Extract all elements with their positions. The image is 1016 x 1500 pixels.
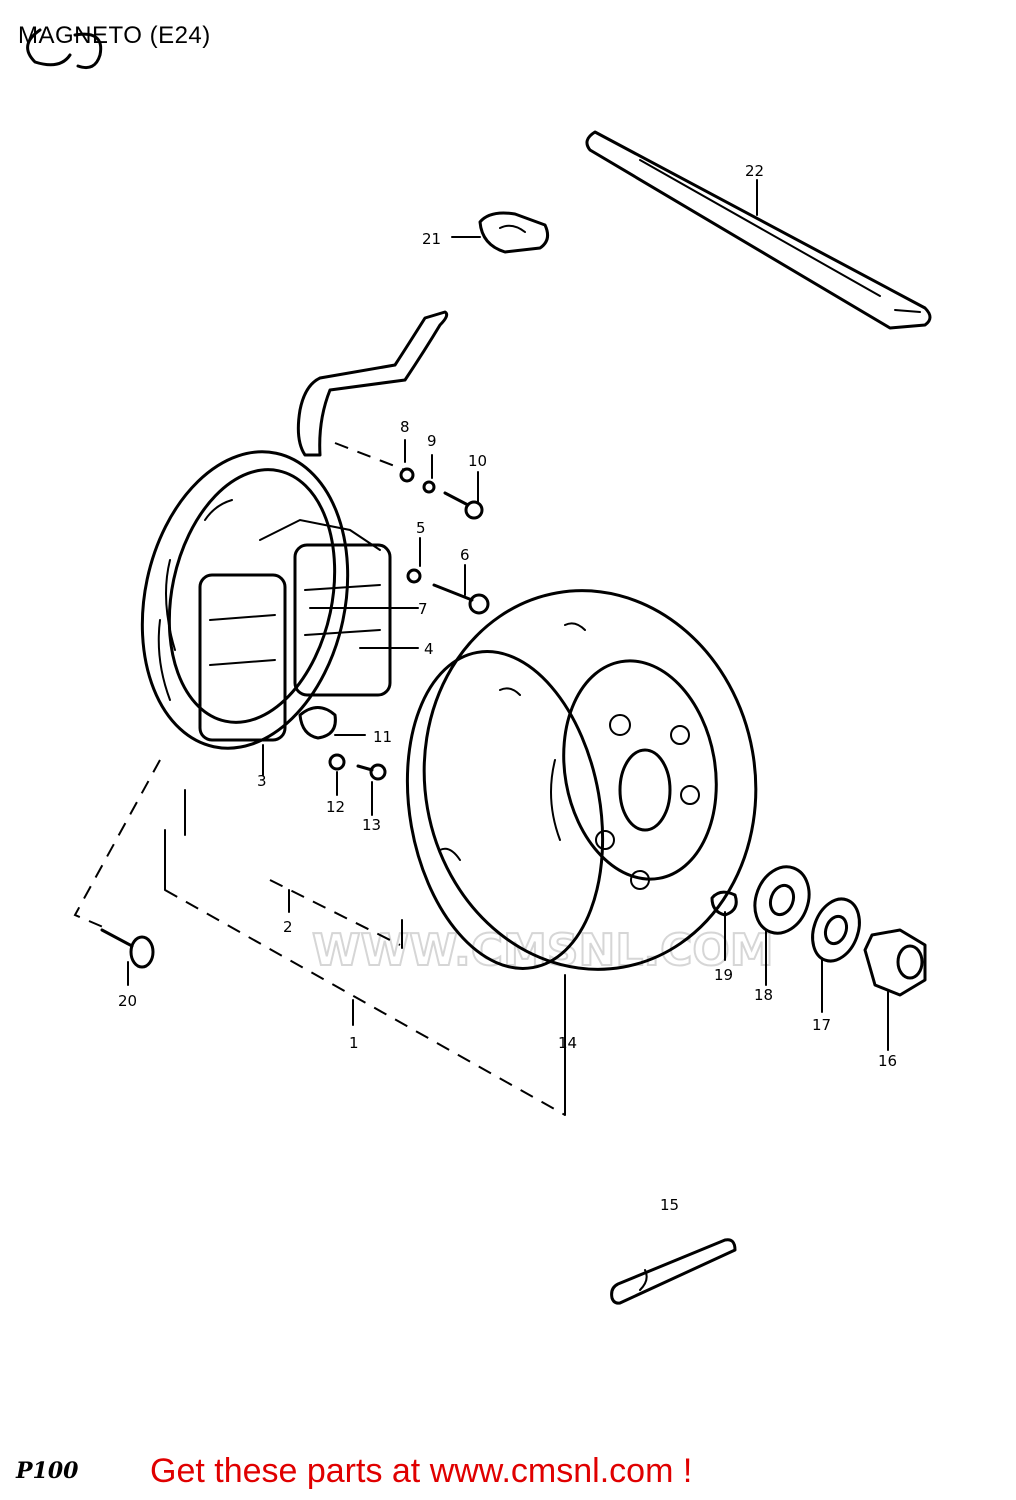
part-label-17: 17 bbox=[812, 1016, 831, 1034]
part-21-clip bbox=[451, 211, 550, 254]
watermark-text: WWW.CMSNL.COM bbox=[312, 925, 774, 976]
part-label-22: 22 bbox=[745, 162, 764, 180]
part-label-12: 12 bbox=[326, 798, 345, 816]
part-label-11: 11 bbox=[373, 728, 392, 746]
part-20-screw bbox=[100, 928, 155, 969]
part-label-15: 15 bbox=[660, 1196, 679, 1214]
part-label-14: 14 bbox=[558, 1034, 577, 1052]
part-label-3: 3 bbox=[257, 772, 267, 790]
part-14-flywheel bbox=[405, 589, 758, 971]
part-label-10: 10 bbox=[468, 452, 487, 470]
part-12-13-screws bbox=[328, 753, 387, 781]
part-10-screw bbox=[443, 491, 484, 520]
part-16-19-nut-washers bbox=[710, 865, 927, 997]
part-label-6: 6 bbox=[460, 546, 470, 564]
part-label-16: 16 bbox=[878, 1052, 897, 1070]
part-label-7: 7 bbox=[418, 600, 428, 618]
part-label-13: 13 bbox=[362, 816, 381, 834]
model-code: P100 bbox=[16, 1458, 79, 1484]
part-5-8-9-washers bbox=[399, 467, 436, 584]
part-labels: 1 2 3 4 5 6 7 8 9 10 11 12 13 14 15 16 1… bbox=[118, 162, 897, 1214]
part-label-20: 20 bbox=[118, 992, 137, 1010]
part-label-8: 8 bbox=[400, 418, 410, 436]
part-label-4: 4 bbox=[424, 640, 434, 658]
leader-lines bbox=[73, 439, 889, 1116]
part-6-screw bbox=[432, 583, 490, 615]
part-label-19: 19 bbox=[714, 966, 733, 984]
part-15-key-pin bbox=[610, 1238, 737, 1305]
part-label-21: 21 bbox=[422, 230, 441, 248]
part-label-1: 1 bbox=[349, 1034, 359, 1052]
corner-mark-icon bbox=[26, 28, 103, 70]
part-label-5: 5 bbox=[416, 519, 426, 537]
part-label-18: 18 bbox=[754, 986, 773, 1004]
part-label-9: 9 bbox=[427, 432, 437, 450]
part-22-strap bbox=[585, 130, 932, 330]
footer-link-text[interactable]: Get these parts at www.cmsnl.com ! bbox=[150, 1452, 693, 1490]
part-1-stator-plate bbox=[140, 310, 449, 750]
diagram-title: MAGNETO (E24) bbox=[18, 22, 211, 49]
part-label-2: 2 bbox=[283, 918, 293, 936]
